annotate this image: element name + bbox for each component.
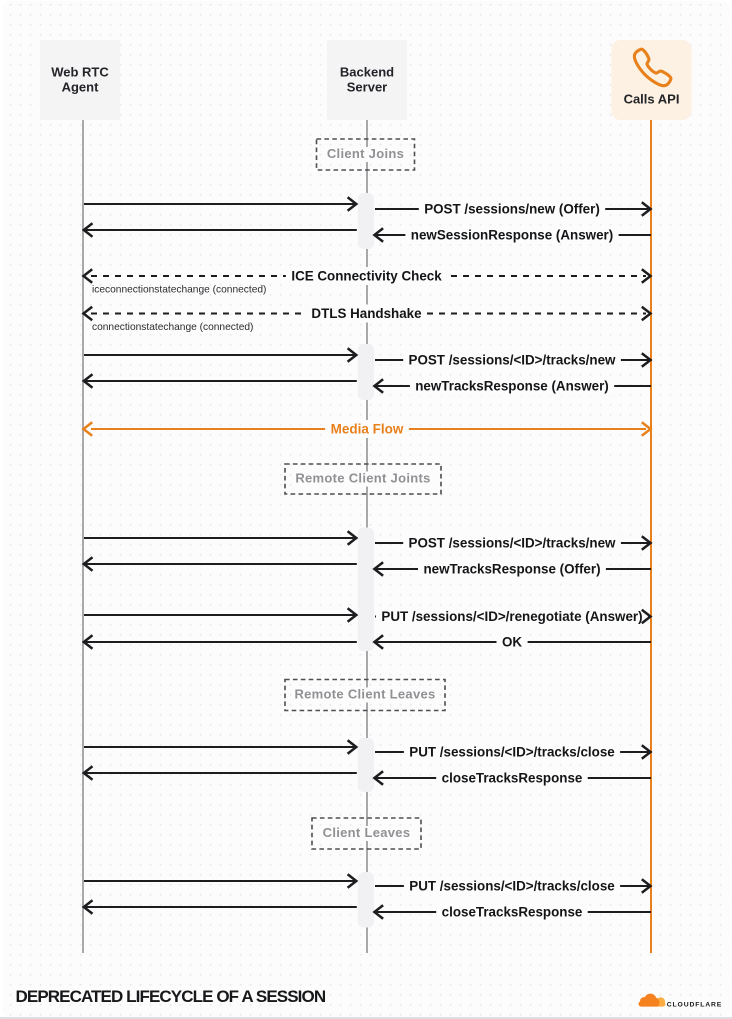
svg-text:closeTracksResponse: closeTracksResponse	[442, 905, 583, 920]
svg-text:Web RTC: Web RTC	[51, 65, 109, 80]
svg-text:Client Joins: Client Joins	[327, 146, 404, 161]
svg-text:OK: OK	[502, 635, 522, 650]
svg-text:ICE Connectivity Check: ICE Connectivity Check	[291, 269, 442, 284]
svg-text:Calls API: Calls API	[624, 92, 680, 107]
svg-text:CLOUDFLARE: CLOUDFLARE	[667, 1001, 722, 1008]
svg-text:newSessionResponse (Answer): newSessionResponse (Answer)	[411, 228, 613, 243]
svg-text:Server: Server	[347, 80, 387, 95]
svg-text:POST /sessions/<ID>/tracks/new: POST /sessions/<ID>/tracks/new	[409, 536, 616, 551]
svg-text:connectionstatechange (connect: connectionstatechange (connected)	[92, 322, 253, 333]
svg-text:Remote Client Leaves: Remote Client Leaves	[294, 687, 435, 702]
svg-text:PUT /sessions/<ID>/tracks/clos: PUT /sessions/<ID>/tracks/close	[409, 879, 614, 894]
svg-text:Client Leaves: Client Leaves	[323, 825, 411, 840]
svg-text:PUT /sessions/<ID>/renegotiate: PUT /sessions/<ID>/renegotiate (Answer)	[381, 609, 642, 624]
svg-text:DEPRECATED LIFECYCLE OF A SESS: DEPRECATED LIFECYCLE OF A SESSION	[16, 987, 326, 1006]
svg-text:Backend: Backend	[340, 65, 394, 80]
svg-text:PUT /sessions/<ID>/tracks/clos: PUT /sessions/<ID>/tracks/close	[409, 745, 614, 760]
svg-text:Agent: Agent	[62, 80, 100, 95]
svg-text:Remote Client Joints: Remote Client Joints	[295, 471, 430, 486]
svg-text:POST /sessions/<ID>/tracks/new: POST /sessions/<ID>/tracks/new	[409, 353, 616, 368]
svg-text:closeTracksResponse: closeTracksResponse	[442, 771, 583, 786]
svg-text:POST /sessions/new (Offer): POST /sessions/new (Offer)	[424, 202, 600, 217]
svg-text:DTLS Handshake: DTLS Handshake	[311, 306, 421, 321]
svg-text:iceconnectionstatechange (conn: iceconnectionstatechange (connected)	[92, 285, 266, 296]
svg-text:newTracksResponse (Offer): newTracksResponse (Offer)	[423, 562, 600, 577]
svg-text:newTracksResponse (Answer): newTracksResponse (Answer)	[415, 379, 609, 394]
svg-text:Media Flow: Media Flow	[331, 422, 404, 437]
